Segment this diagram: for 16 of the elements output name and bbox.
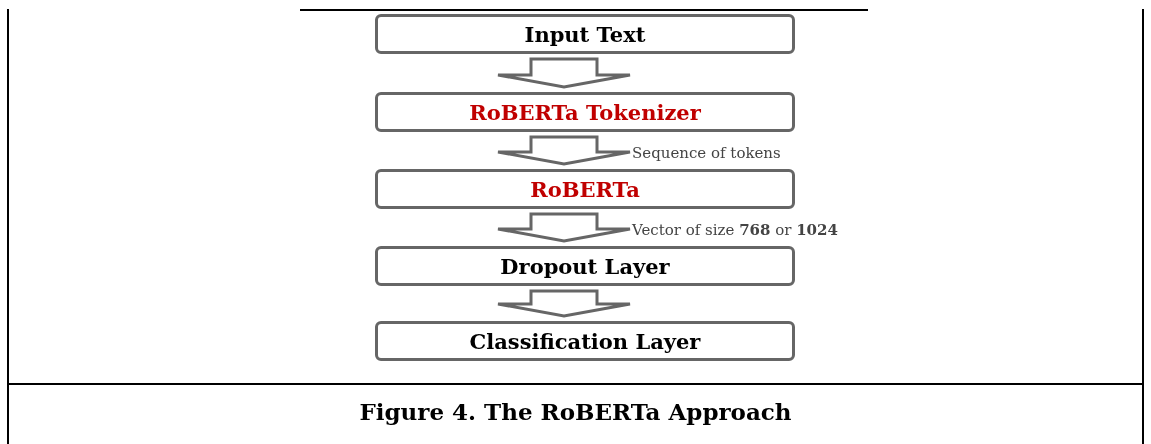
block-arrow (496, 212, 632, 243)
box-label: Dropout Layer (500, 253, 670, 279)
box-label: Classification Layer (469, 328, 701, 354)
edge-label: Sequence of tokens (632, 144, 781, 162)
figure-caption: Figure 4. The RoBERTa Approach (358, 398, 793, 425)
process-box (375, 321, 795, 361)
process-box (375, 92, 795, 132)
block-arrow (496, 57, 632, 89)
block-arrow (496, 289, 632, 318)
box-label: RoBERTa Tokenizer (469, 99, 701, 125)
process-box (375, 169, 795, 209)
box-label: RoBERTa (530, 176, 640, 202)
block-arrow (496, 135, 632, 166)
process-box (375, 14, 795, 54)
box-label: Input Text (524, 21, 646, 47)
process-box (375, 246, 795, 286)
